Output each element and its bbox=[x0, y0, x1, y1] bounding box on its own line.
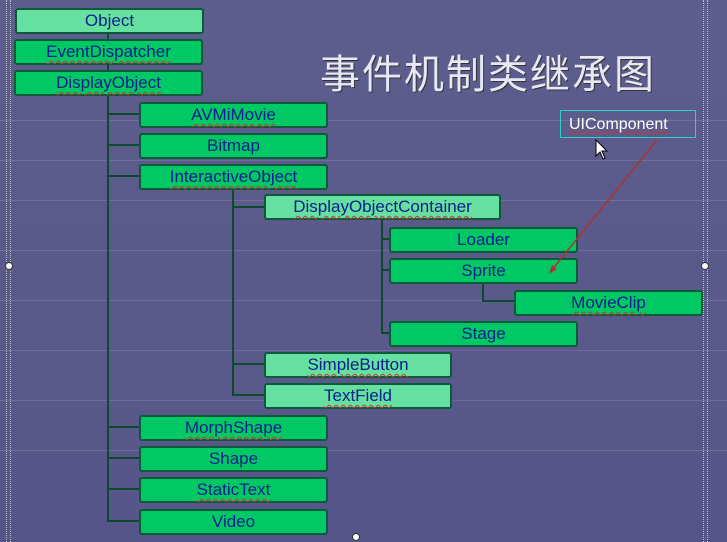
uicomponent-textbox[interactable]: UIComponent bbox=[560, 110, 696, 138]
node-shape[interactable]: Shape bbox=[139, 446, 328, 472]
connector bbox=[381, 332, 389, 334]
connector bbox=[107, 61, 109, 70]
node-interactive-object[interactable]: InteractiveObject bbox=[139, 164, 328, 190]
node-label: DisplayObjectContainer bbox=[293, 197, 472, 216]
node-display-object[interactable]: DisplayObject bbox=[14, 70, 203, 96]
node-morph-shape[interactable]: MorphShape bbox=[139, 415, 328, 441]
node-label: Bitmap bbox=[207, 136, 260, 155]
resize-handle-right[interactable] bbox=[701, 262, 709, 270]
connector bbox=[107, 30, 109, 39]
node-static-text[interactable]: StaticText bbox=[139, 477, 328, 503]
node-textfield[interactable]: TextField bbox=[264, 383, 452, 409]
connector bbox=[107, 520, 139, 522]
connector bbox=[107, 488, 139, 490]
node-movieclip[interactable]: MovieClip bbox=[514, 290, 703, 316]
node-object[interactable]: Object bbox=[15, 8, 204, 34]
node-label: MorphShape bbox=[184, 418, 283, 437]
node-label: AVMiMovie bbox=[191, 105, 276, 124]
node-avmimovie[interactable]: AVMiMovie bbox=[139, 102, 328, 128]
uicomponent-label: UIComponent bbox=[569, 116, 668, 133]
resize-handle-left[interactable] bbox=[5, 262, 13, 270]
node-display-object-container[interactable]: DisplayObjectContainer bbox=[264, 194, 501, 220]
resize-handle-bottom[interactable] bbox=[352, 533, 360, 541]
node-loader[interactable]: Loader bbox=[389, 227, 578, 253]
node-label: DisplayObject bbox=[56, 73, 161, 92]
node-label: EventDispatcher bbox=[46, 42, 171, 61]
connector bbox=[232, 363, 264, 365]
connector bbox=[232, 394, 264, 396]
connector bbox=[381, 238, 389, 240]
node-label: SimpleButton bbox=[307, 355, 409, 374]
connector bbox=[107, 175, 139, 177]
node-label: Loader bbox=[457, 230, 510, 249]
node-label: Sprite bbox=[461, 261, 506, 280]
connector bbox=[107, 113, 139, 115]
connector bbox=[107, 426, 139, 428]
slide-left-edge bbox=[6, 0, 11, 542]
connector bbox=[107, 144, 139, 146]
connector bbox=[381, 269, 389, 271]
node-label: StaticText bbox=[196, 480, 271, 499]
node-event-dispatcher[interactable]: EventDispatcher bbox=[14, 39, 203, 65]
connector bbox=[381, 220, 383, 333]
slide-right-edge bbox=[703, 0, 708, 542]
node-label: InteractiveObject bbox=[169, 167, 298, 186]
node-label: Video bbox=[211, 512, 256, 531]
node-label: Object bbox=[84, 11, 135, 30]
connector bbox=[107, 94, 109, 521]
node-bitmap[interactable]: Bitmap bbox=[139, 133, 328, 159]
node-label: Stage bbox=[461, 324, 506, 343]
node-label: TextField bbox=[323, 386, 393, 405]
connector bbox=[232, 188, 234, 394]
node-label: Shape bbox=[208, 449, 259, 468]
mouse-cursor-icon bbox=[595, 138, 609, 160]
node-stage[interactable]: Stage bbox=[389, 321, 578, 347]
node-video[interactable]: Video bbox=[139, 509, 328, 535]
connector bbox=[107, 457, 139, 459]
slide-title: 事件机制类继承图 bbox=[320, 52, 656, 98]
node-simple-button[interactable]: SimpleButton bbox=[264, 352, 452, 378]
connector bbox=[482, 300, 514, 302]
connector bbox=[232, 206, 264, 208]
node-sprite[interactable]: Sprite bbox=[389, 258, 578, 284]
connector bbox=[482, 282, 484, 301]
node-label: MovieClip bbox=[571, 293, 646, 312]
